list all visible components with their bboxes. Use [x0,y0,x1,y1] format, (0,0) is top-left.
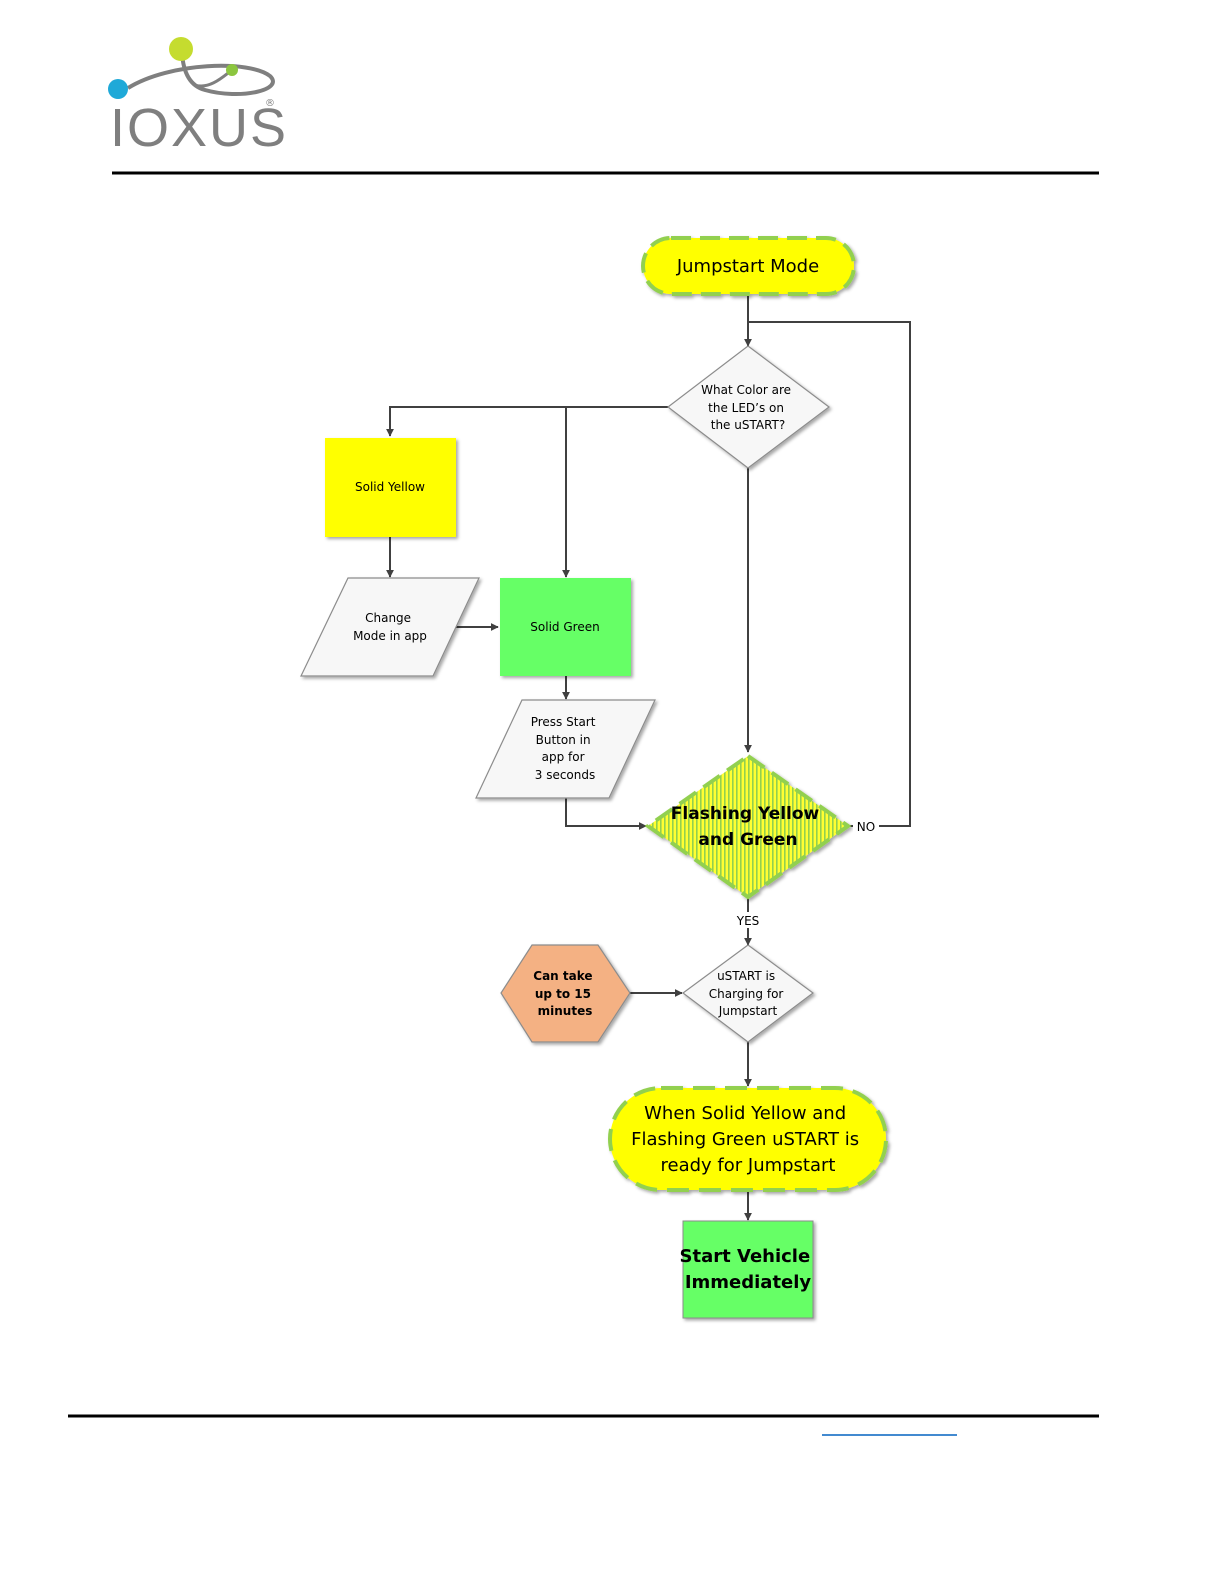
node-label: Flashing Yellow and Green [671,804,825,850]
logo-dot-blue [108,79,128,99]
terminator-shape [608,1086,888,1192]
node-label: Solid Green [530,620,599,634]
label-line: Immediately [685,1272,812,1293]
arrow-question-to-solid-yellow [386,406,668,437]
process-shape [325,438,456,537]
node-flashing-yellow-green: Flashing Yellow and Green [644,753,852,900]
node-time-note: Can take up to 15 minutes [500,944,631,1043]
decision-shape [644,753,852,900]
node-label: Can take up to 15 minutes [533,969,596,1018]
label-line: Charging for [709,987,784,1001]
label-line: Change [365,611,411,625]
label-line: Jumpstart [718,1004,778,1018]
node-start-vehicle: Start Vehicle Immediately [680,1220,817,1319]
process-shape [500,578,631,676]
arrow-press-start-to-flashing [565,798,647,830]
node-press-start: Press Start Button in app for 3 seconds [475,699,656,799]
label-line: uSTART is [717,969,775,983]
node-solid-green: Solid Green [500,578,631,676]
label-line: the uSTART? [711,418,786,432]
node-label: Change Mode in app [353,611,427,643]
label-line: Mode in app [353,629,427,643]
label-line: the LED’s on [708,401,784,415]
label-line: When Solid Yellow and [644,1103,846,1124]
node-change-mode: Change Mode in app [300,577,480,677]
logo-dot-yellow-green [169,37,193,61]
yes-label: YES [736,914,760,928]
data-shape [300,577,480,677]
node-label: Solid Yellow [355,480,425,494]
label-line: 3 seconds [535,768,596,782]
node-label: Jumpstart Mode [676,256,819,277]
node-jumpstart-mode: Jumpstart Mode [641,236,856,296]
no-label: NO [857,820,875,834]
label-line: up to 15 [535,987,591,1001]
no-label-bg [853,818,879,834]
decision-shape [681,944,815,1043]
logo-wordmark: IOXUS [110,98,288,158]
registered-mark: ® [265,98,275,109]
label-line: ready for Jumpstart [661,1155,836,1176]
node-label: Start Vehicle Immediately [680,1246,817,1293]
data-shape [475,699,656,799]
logo-swoosh [126,51,275,97]
connectors [386,295,911,1221]
logo-dot-green [226,64,238,76]
label-line: Start Vehicle [680,1246,811,1267]
yes-label-bg [733,912,763,928]
node-label: When Solid Yellow and Flashing Green uST… [631,1103,865,1176]
label-line: Flashing Yellow [671,804,820,824]
label-line: Press Start [531,715,596,729]
node-label: uSTART is Charging for Jumpstart [709,969,787,1018]
node-label: Press Start Button in app for 3 seconds [531,715,600,782]
label-line: Can take [533,969,592,983]
label-line: minutes [538,1004,593,1018]
node-ready-for-jumpstart: When Solid Yellow and Flashing Green uST… [608,1086,888,1192]
decision-shape [667,345,830,469]
node-label: What Color are the LED’s on the uSTART? [701,383,795,432]
label-line: and Green [698,830,797,850]
label-line: Button in [536,733,591,747]
preparation-shape [500,944,631,1043]
process-shape [682,1220,814,1319]
label-line: app for [542,750,585,764]
label-line: What Color are [701,383,791,397]
logo-swoosh-tail [194,68,233,88]
node-led-color-question: What Color are the LED’s on the uSTART? [667,345,830,469]
terminator-shape [641,236,856,296]
ioxus-logo: IOXUS ® [108,37,288,158]
node-solid-yellow: Solid Yellow [325,438,456,537]
node-charging: uSTART is Charging for Jumpstart [681,944,815,1043]
label-line: Flashing Green uSTART is [631,1129,859,1150]
